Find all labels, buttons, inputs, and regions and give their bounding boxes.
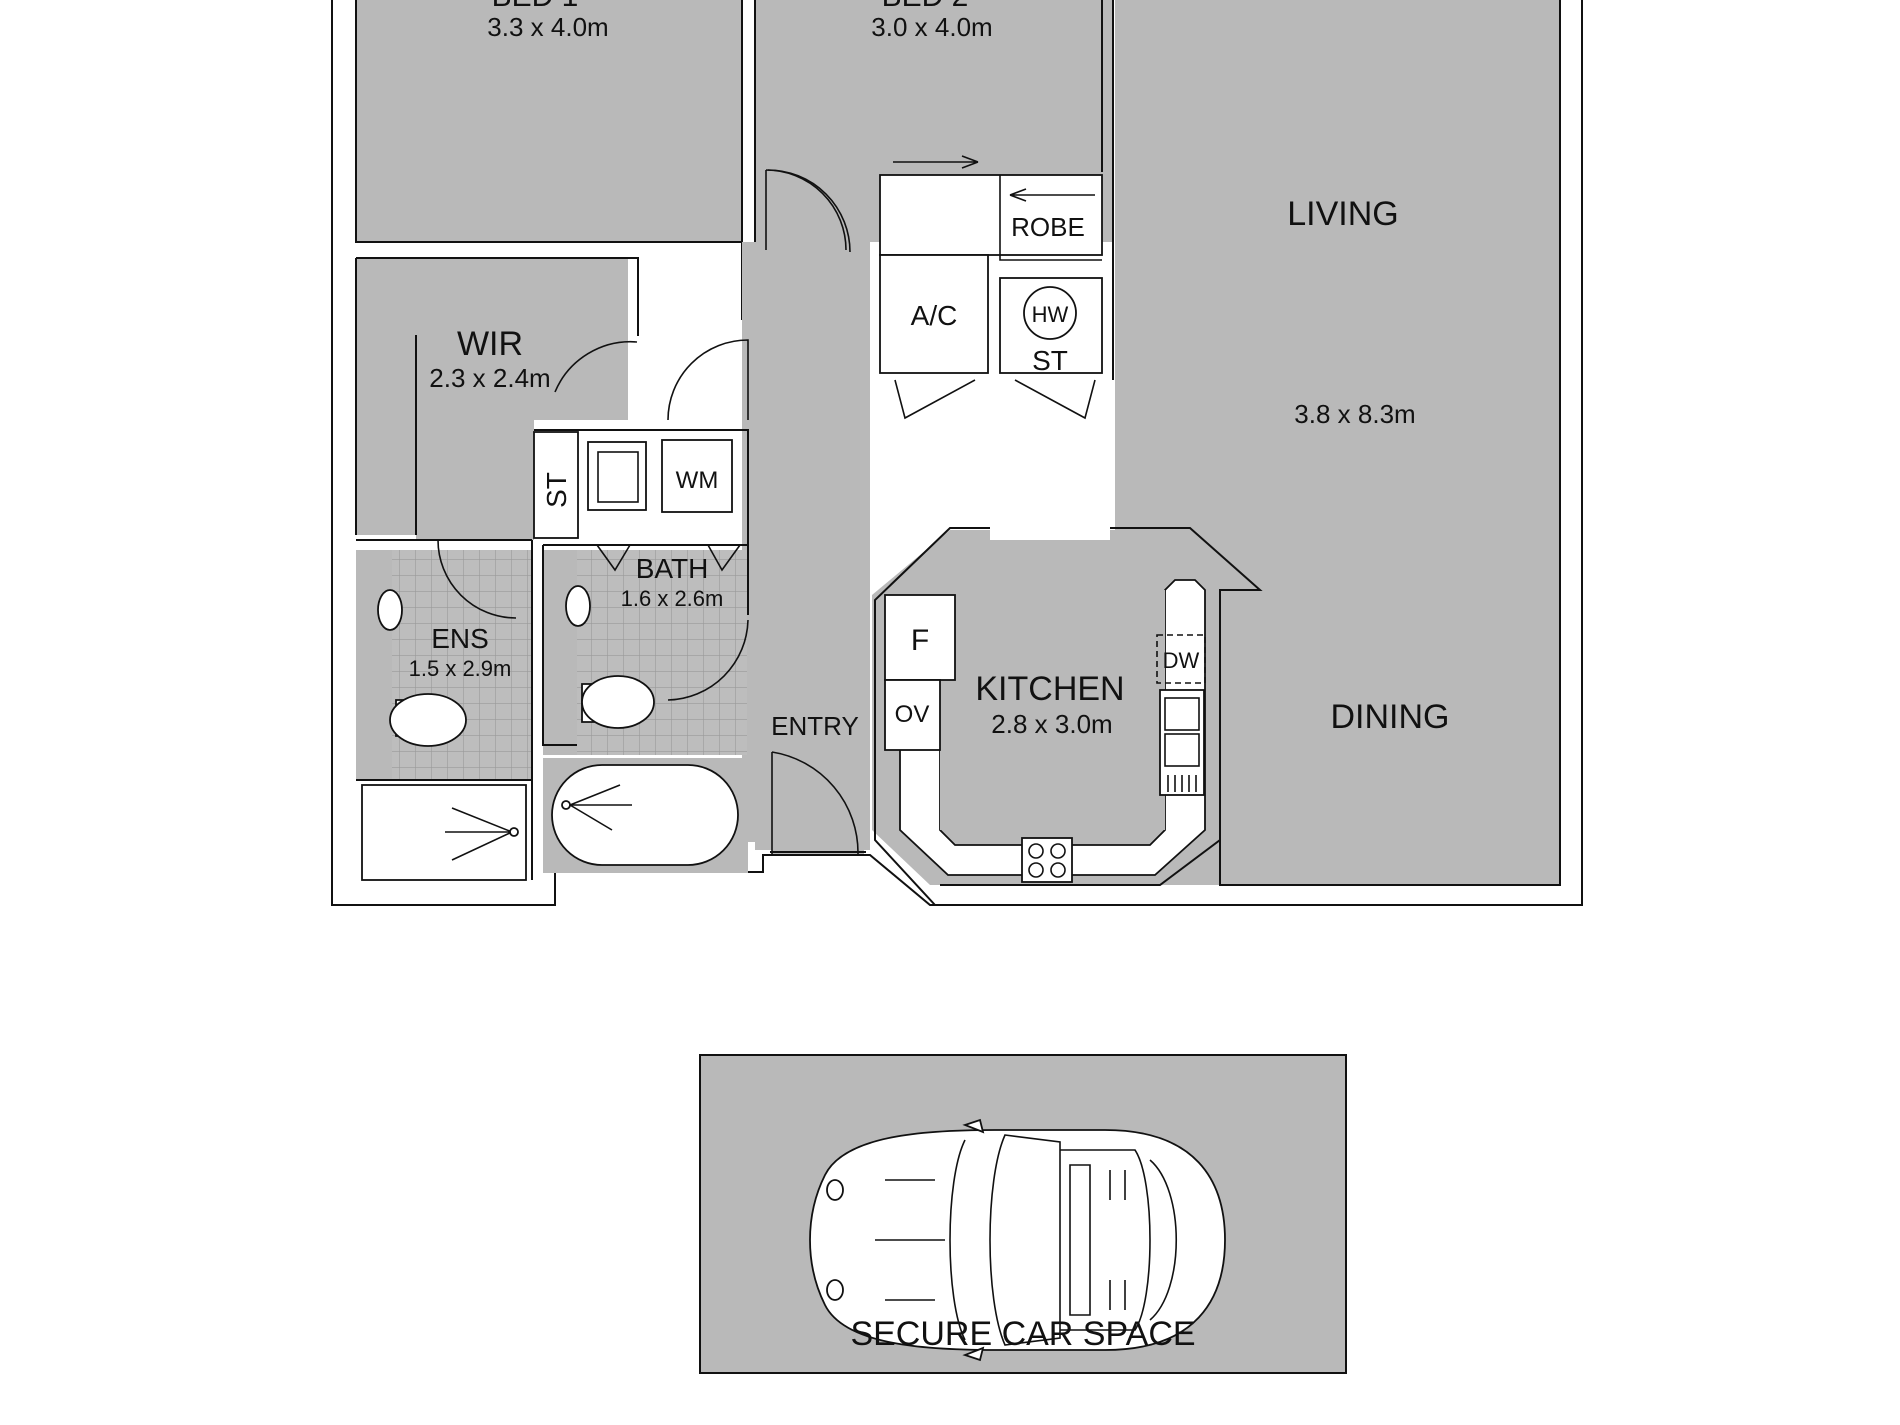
robe-slide-arrow-right — [893, 155, 979, 169]
car-space-label: SECURE CAR SPACE — [850, 1315, 1195, 1353]
door-hw — [1014, 379, 1096, 420]
shower-head-icon — [445, 807, 513, 861]
laundry-sink-icon — [597, 451, 639, 503]
room-ensuite-label: ENS — [431, 623, 489, 654]
ensuite-basin-icon — [377, 589, 403, 631]
room-wir-size: 2.3 x 2.4m — [429, 363, 550, 393]
room-entry-label: ENTRY — [771, 711, 859, 741]
room-bed1-size: 3.3 x 4.0m — [487, 12, 608, 42]
washing-machine-label: WM — [676, 467, 719, 494]
oven — [884, 679, 941, 751]
bathtub-tap-icon — [569, 784, 632, 831]
room-wir — [356, 258, 628, 535]
car-icon — [809, 1118, 1226, 1362]
door-entry — [771, 751, 859, 855]
room-wir-label: WIR — [457, 325, 523, 363]
room-living-size: 3.8 x 8.3m — [1294, 399, 1415, 429]
room-bath-label: BATH — [636, 553, 709, 584]
hot-water-icon — [1023, 286, 1077, 340]
door-bath — [667, 619, 749, 701]
room-entry — [772, 752, 864, 854]
oven-label: OV — [895, 701, 930, 728]
door-wir — [554, 340, 638, 393]
room-kitchen-label: KITCHEN — [975, 670, 1124, 708]
outer-wall — [331, 0, 1583, 906]
room-ac — [879, 254, 989, 374]
fridge-label: F — [911, 624, 929, 657]
room-living-label: LIVING — [1287, 195, 1398, 233]
fridge — [884, 594, 956, 681]
washing-machine — [661, 439, 733, 513]
room-kitchen-size: 2.8 x 3.0m — [991, 709, 1112, 739]
room-bed1-label: BED 1 — [492, 0, 579, 13]
bathtub — [551, 764, 739, 866]
door-hall-wir — [667, 339, 749, 421]
linen-storage-label: ST — [541, 472, 572, 508]
hot-water-label: HW — [1032, 302, 1069, 327]
door-bath-left — [596, 544, 631, 572]
room-ensuite-size: 1.5 x 2.9m — [409, 656, 512, 681]
robe-slide-arrow-left — [1009, 188, 1095, 202]
room-ac-label: A/C — [911, 300, 958, 331]
room-dining-label: DINING — [1331, 698, 1450, 736]
linen-storage — [533, 431, 579, 539]
room-bed2-size: 3.0 x 4.0m — [871, 12, 992, 42]
hw-storage-label: ST — [1032, 345, 1068, 376]
cooktop — [1021, 837, 1073, 883]
bath-basin-icon — [565, 585, 591, 627]
door-hall-bed1 — [767, 169, 851, 253]
door-ensuite — [437, 539, 517, 619]
room-robe-label: ROBE — [1011, 212, 1085, 242]
dishwasher — [1156, 634, 1206, 684]
door-bath-right — [707, 544, 741, 572]
door-ac — [894, 379, 976, 420]
room-robe — [879, 174, 1103, 256]
room-bath-size: 1.6 x 2.6m — [621, 586, 724, 611]
room-bed2-label: BED 2 — [882, 0, 969, 13]
room-bed1 — [356, 0, 742, 242]
dishwasher-label: DW — [1163, 648, 1200, 673]
